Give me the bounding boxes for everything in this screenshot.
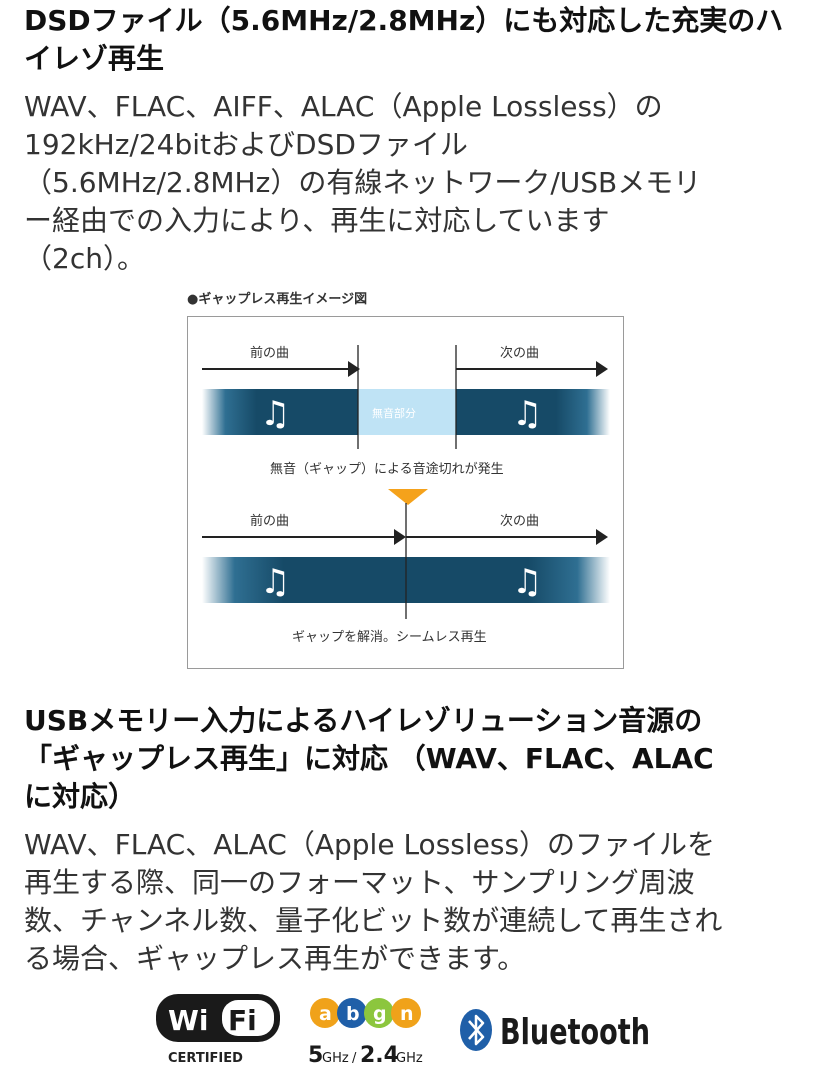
body-line: WAV、FLAC、AIFF、ALAC（Apple Lossless）の [24,90,663,123]
silent-part-label: 無音部分 [372,406,416,420]
band-letter: a [319,1003,332,1025]
svg-text:/: / [352,1051,357,1066]
next-track-band [456,389,610,435]
body-line: 再生する際、同一のフォーマット、サンプリング周波 [24,866,695,899]
heading-line: 「ギャップレス再生」に対応 （WAV、FLAC、ALAC [24,742,714,775]
prev-track-label-top: 前の曲 [250,345,289,361]
prev-track-label-bottom: 前の曲 [250,513,289,529]
section2-heading: USBメモリー入力によるハイレゾリューション音源の 「ギャップレス再生」に対応 … [24,702,794,816]
bluetooth-logo: Bluetooth [460,1009,650,1053]
band-letter: b [346,1003,360,1025]
music-note-icon: ♫ [260,394,290,434]
wifi-right-text: Fi [228,1004,257,1037]
band-ghz-unit: GHz [396,1051,423,1066]
gapless-diagram-svg: 前の曲 次の曲 無音部分 ♫ ♫ 無音（ギャップ）による音途切れが発生 前の曲 … [202,345,610,645]
body-line: 数、チャンネル数、量子化ビット数が連続して再生され [24,904,723,937]
bluetooth-wordmark: Bluetooth [500,1012,650,1053]
body-line: （2ch）。 [24,242,145,275]
band-5ghz: 5 [308,1043,323,1068]
next-track-label-top: 次の曲 [500,345,539,361]
wifi-certified-logo: Wi Fi CERTIFIED [156,994,280,1066]
gap-caption: 無音（ギャップ）による音途切れが発生 [270,461,504,477]
silent-gap [358,389,456,435]
wifi-certified-text: CERTIFIED [168,1051,243,1066]
arrow-head [596,529,608,545]
prev-track-band [202,389,358,435]
arrow-head [394,529,406,545]
seamless-caption: ギャップを解消。シームレス再生 [292,630,487,645]
music-note-icon: ♫ [512,394,542,434]
down-arrow-icon [388,489,428,505]
band-letter: g [373,1003,387,1025]
section2-body: WAV、FLAC、ALAC（Apple Lossless）のファイルを 再生する… [24,826,804,978]
logos-svg: Wi Fi CERTIFIED a b g n 5 GHz / 2.4 GHz … [156,994,650,1068]
section1-body: WAV、FLAC、AIFF、ALAC（Apple Lossless）の 192k… [24,88,794,278]
next-track-label-bottom: 次の曲 [500,513,539,529]
band-letter: n [400,1003,414,1025]
wireless-bands-logo: a b g n 5 GHz / 2.4 GHz [308,998,423,1068]
band-n-icon [391,998,421,1028]
diagram-title: ●ギャップレス再生イメージ図 [187,292,368,307]
band-b-icon [337,998,367,1028]
body-line: ー経由での入力により、再生に対応しています [24,204,610,237]
gapless-diagram: 前の曲 次の曲 無音部分 ♫ ♫ 無音（ギャップ）による音途切れが発生 前の曲 … [187,316,624,669]
heading-line: に対応） [24,780,137,813]
body-line: る場合、ギャップレス再生ができます。 [24,942,526,975]
wifi-left-text: Wi [168,1004,208,1037]
music-note-icon: ♫ [512,562,542,602]
section1-heading: DSDファイル（5.6MHz/2.8MHz）にも対応した充実のハイレゾ再生 [24,4,784,75]
body-line: （5.6MHz/2.8MHz）の有線ネットワーク/USBメモリ [24,166,702,199]
band-ghz-unit: GHz [322,1051,349,1066]
certification-logos: Wi Fi CERTIFIED a b g n 5 GHz / 2.4 GHz … [0,990,813,1080]
arrow-head [596,361,608,377]
music-note-icon: ♫ [260,562,290,602]
band-a-icon [310,998,340,1028]
band-24ghz: 2.4 [360,1043,399,1068]
arrow-head [348,361,360,377]
band-g-icon [364,998,394,1028]
heading-line: USBメモリー入力によるハイレゾリューション音源の [24,704,703,737]
body-line: WAV、FLAC、ALAC（Apple Lossless）のファイルを [24,828,716,861]
body-line: 192kHz/24bitおよびDSDファイル [24,128,468,161]
